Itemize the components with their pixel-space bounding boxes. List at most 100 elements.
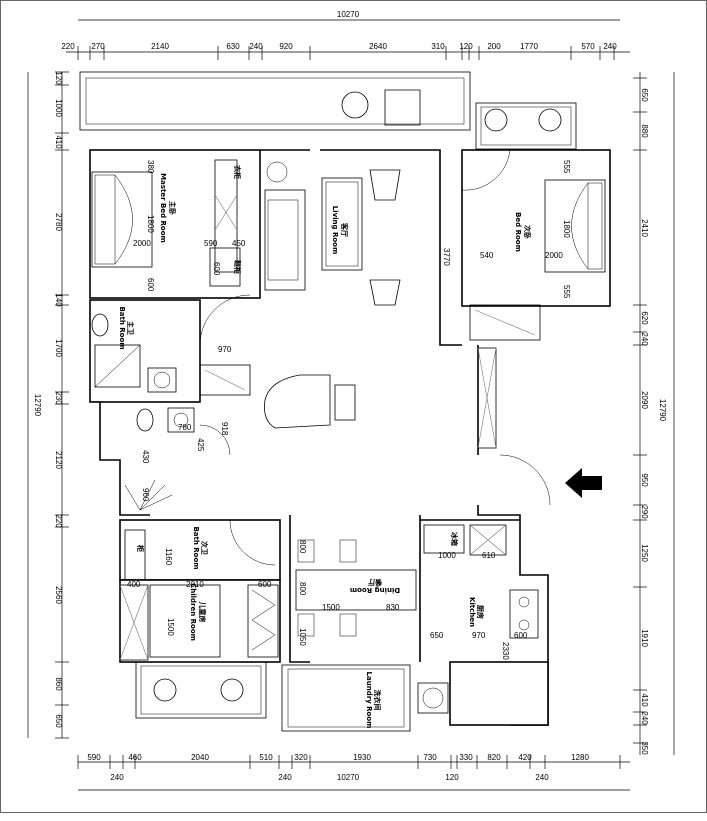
shoe-label: 鞋柜: [233, 260, 242, 274]
left-dim-7: 2120: [54, 451, 63, 469]
master-bedroom-en: Master Bed Room: [159, 173, 167, 243]
room-labels: 主卧 Master Bed Room 客厅 Living Room 次卧 Bed…: [118, 165, 532, 728]
children-room-en: Children Room: [189, 583, 197, 641]
dim-b-430: 430: [141, 450, 150, 464]
dim-d-1500: 1500: [322, 603, 340, 612]
right-dim-1: 880: [640, 124, 649, 138]
dim-br-555b: 555: [562, 285, 571, 299]
left-dim-1: 1000: [54, 99, 63, 117]
top-dim-6: 2640: [369, 42, 387, 51]
dim-c-1160: 1160: [164, 548, 173, 566]
right-dim-10: 410: [640, 693, 649, 707]
top-dim-12: 240: [603, 42, 617, 51]
dim-d-1050: 1050: [298, 628, 307, 646]
doors: [199, 149, 551, 566]
dim-mb-2000: 2000: [133, 239, 151, 248]
cabinet-label: 衣柜: [233, 165, 242, 179]
dim-br-555a: 555: [562, 160, 571, 174]
bottom-sub-2: 120: [445, 773, 459, 782]
dim-k-610: 610: [482, 551, 496, 560]
left-dim-5: 1700: [54, 339, 63, 357]
dim-c-600: 600: [258, 580, 272, 589]
bottom-dim-1: 460: [128, 753, 142, 762]
left-dim-10: 860: [54, 677, 63, 691]
dim-br-1800: 1800: [562, 220, 571, 238]
living-room-cn: 客厅: [340, 222, 349, 237]
left-dim-11: 650: [54, 714, 63, 728]
laundry-room-en: Laundry Room: [365, 672, 373, 729]
dim-d-830: 830: [386, 603, 400, 612]
walls: [79, 71, 611, 732]
right-dim-2: 2410: [640, 219, 649, 237]
master-bath-cn: 主卫: [126, 321, 135, 335]
master-bath-en: Bath Room: [118, 306, 126, 349]
bottom-sub-1: 240: [278, 773, 292, 782]
right-dim-6: 950: [640, 473, 649, 487]
right-dimensions: 12790 650 880 2410 620 240 2090 950 290 …: [633, 72, 675, 755]
right-dim-12: 350: [640, 741, 649, 755]
bottom-sub-0: 240: [110, 773, 124, 782]
bottom-dim-9: 420: [518, 753, 532, 762]
bedroom-cn: 次卧: [523, 225, 532, 239]
dining-room-en: Dining Room: [350, 586, 400, 594]
bottom-dim-4: 320: [294, 753, 308, 762]
left-dimensions: 12790 120 1000 410 2780 140 1700 230 212…: [27, 71, 69, 739]
dim-k-970: 970: [472, 631, 486, 640]
dim-b-918: 918: [220, 422, 229, 436]
dim-mb-380: 380: [146, 160, 155, 174]
right-dim-9: 1910: [640, 629, 649, 647]
left-dim-8: 220: [54, 514, 63, 528]
top-dim-8: 120: [459, 42, 473, 51]
left-dim-9: 2560: [54, 586, 63, 604]
right-dim-3: 620: [640, 311, 649, 325]
dim-mb-590: 590: [204, 239, 218, 248]
children-room-cn: 儿童房: [198, 601, 207, 623]
top-dim-5: 920: [279, 42, 293, 51]
dim-h-970: 970: [218, 345, 232, 354]
dim-mb-1800: 1800: [146, 215, 155, 233]
kitchen-en: Kitchen: [468, 597, 476, 627]
entrance-arrow-icon: [565, 468, 602, 498]
right-total-dim: 12790: [658, 399, 667, 422]
left-dim-0: 120: [54, 71, 63, 85]
dim-k-650: 650: [430, 631, 444, 640]
bottom-dim-0: 590: [87, 753, 101, 762]
top-dim-4: 240: [249, 42, 263, 51]
dim-mb-450: 450: [232, 239, 246, 248]
dim-c-400: 400: [127, 580, 141, 589]
dim-d-800a: 800: [298, 540, 307, 554]
dim-b-960: 960: [141, 488, 150, 502]
right-dim-8: 1250: [640, 544, 649, 562]
bathroom-en: Bath Room: [192, 526, 200, 569]
living-room-en: Living Room: [331, 206, 339, 255]
dim-br-540: 540: [480, 251, 494, 260]
bottom-dim-10: 1280: [571, 753, 589, 762]
top-total-dim: 10270: [337, 10, 360, 19]
left-dim-3: 2780: [54, 213, 63, 231]
dim-lr-3770: 3770: [442, 248, 451, 266]
left-dim-2: 410: [54, 135, 63, 149]
top-dim-1: 270: [91, 42, 105, 51]
top-dim-2: 2140: [151, 42, 169, 51]
bottom-dim-3: 510: [259, 753, 273, 762]
dim-br-2000: 2000: [545, 251, 563, 260]
inner-dimensions: 380 1800 2000 590 450 600 600 3770 555 5…: [127, 160, 571, 660]
right-dim-0: 650: [640, 88, 649, 102]
dim-k-600: 600: [514, 631, 528, 640]
fridge-label: 冰箱: [450, 532, 459, 546]
left-dim-4: 140: [54, 293, 63, 307]
cabinet2-label: 柜: [136, 544, 145, 552]
right-dim-4: 240: [640, 332, 649, 346]
top-dim-10: 1770: [520, 42, 538, 51]
bottom-dim-6: 730: [423, 753, 437, 762]
bottom-dim-8: 820: [487, 753, 501, 762]
dim-k-2330: 2330: [501, 642, 510, 660]
furniture: [91, 89, 606, 714]
dim-mb-600b: 600: [212, 262, 221, 276]
top-dimensions: 10270 220 270 2140 630 240 920 2640 310 …: [61, 10, 630, 60]
bottom-dim-7: 330: [459, 753, 473, 762]
top-dim-11: 570: [581, 42, 595, 51]
top-dim-3: 630: [226, 42, 240, 51]
